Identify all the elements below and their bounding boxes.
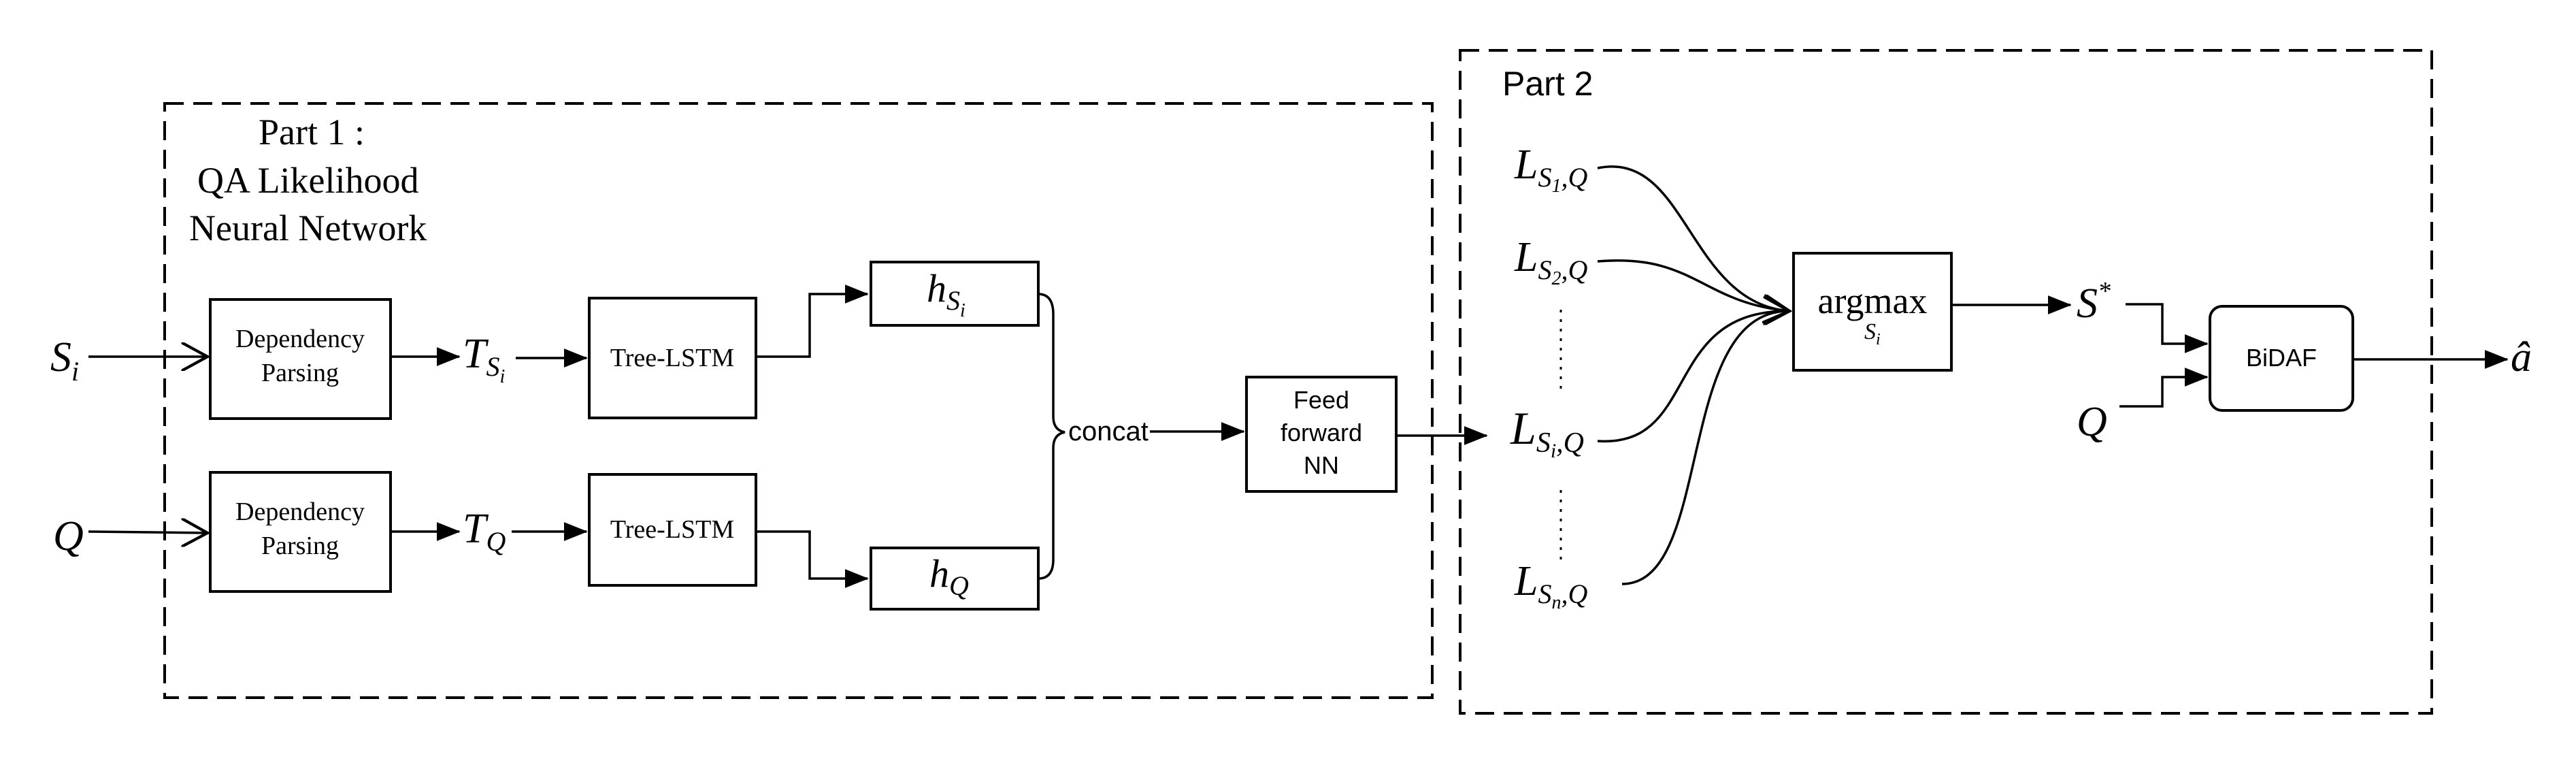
part2-title: Part 2 <box>1502 65 1593 103</box>
curve-lsi-to-argmax <box>1597 311 1789 442</box>
likelihood-si-label: LSi,Q <box>1510 402 1584 462</box>
ffnn-box <box>1245 376 1398 493</box>
likelihood-s2-label: LS2,Q <box>1514 234 1587 289</box>
likelihood-sn-label: LSn,Q <box>1514 558 1587 613</box>
argmax-label: argmax <box>1818 280 1928 321</box>
t-q-label: TQ <box>463 506 506 557</box>
dep-parsing-2-line1: Dependency <box>235 498 365 526</box>
ffnn-line2: forward <box>1281 419 1362 447</box>
arrow-q-to-bidaf <box>2119 368 2209 408</box>
concat-label: concat <box>1068 417 1149 447</box>
h-si-box <box>870 261 1040 327</box>
ffnn-line1: Feed <box>1293 386 1349 414</box>
input-q: Q <box>53 513 84 559</box>
input-si: Si <box>50 334 79 387</box>
bidaf-label: BiDAF <box>2246 344 2317 372</box>
h-q-label: hQ <box>929 551 969 601</box>
curve-lsn-to-argmax <box>1621 311 1789 585</box>
part2-region <box>1459 49 2433 715</box>
dependency-parsing-box-2 <box>209 471 392 593</box>
t-si-label: TSi <box>463 331 505 387</box>
dep-parsing-1-line2: Parsing <box>261 359 339 387</box>
arrow-treelstm1-to-hsi <box>756 285 869 358</box>
argmax-box <box>1792 252 1953 372</box>
tree-lstm-box-2 <box>588 473 757 587</box>
arrow-sstar-to-bidaf <box>2126 303 2209 353</box>
s-star-label: S* <box>2077 277 2111 327</box>
dependency-parsing-box-1 <box>209 298 392 420</box>
part1-title-line1: Part 1 : <box>259 112 365 152</box>
argmax-subscript: Si <box>1864 319 1881 348</box>
tree-lstm-1-label: Tree-LSTM <box>610 344 734 372</box>
arrow-treelstm2-to-hq <box>756 530 869 588</box>
part1-title-line3: Neural Network <box>189 208 427 248</box>
answer-label: â <box>2511 334 2532 380</box>
curve-ls2-to-argmax <box>1597 259 1789 311</box>
dep-parsing-1-line1: Dependency <box>235 325 365 353</box>
arrow-q-to-parsing <box>88 532 208 533</box>
tree-lstm-box-1 <box>588 297 757 419</box>
concat-brace <box>1038 293 1066 580</box>
curve-ls1-to-argmax <box>1597 165 1789 311</box>
part1-title-line2: QA Likelihood <box>197 160 418 201</box>
h-q-box <box>870 547 1040 611</box>
part1-region <box>163 102 1434 699</box>
dep-parsing-2-line2: Parsing <box>261 532 339 560</box>
likelihood-s1-label: LS1,Q <box>1514 142 1587 197</box>
h-si-label: hSi <box>927 266 965 321</box>
tree-lstm-2-label: Tree-LSTM <box>610 515 734 544</box>
ffnn-line3: NN <box>1304 451 1339 479</box>
q-output-label: Q <box>2077 399 2107 445</box>
